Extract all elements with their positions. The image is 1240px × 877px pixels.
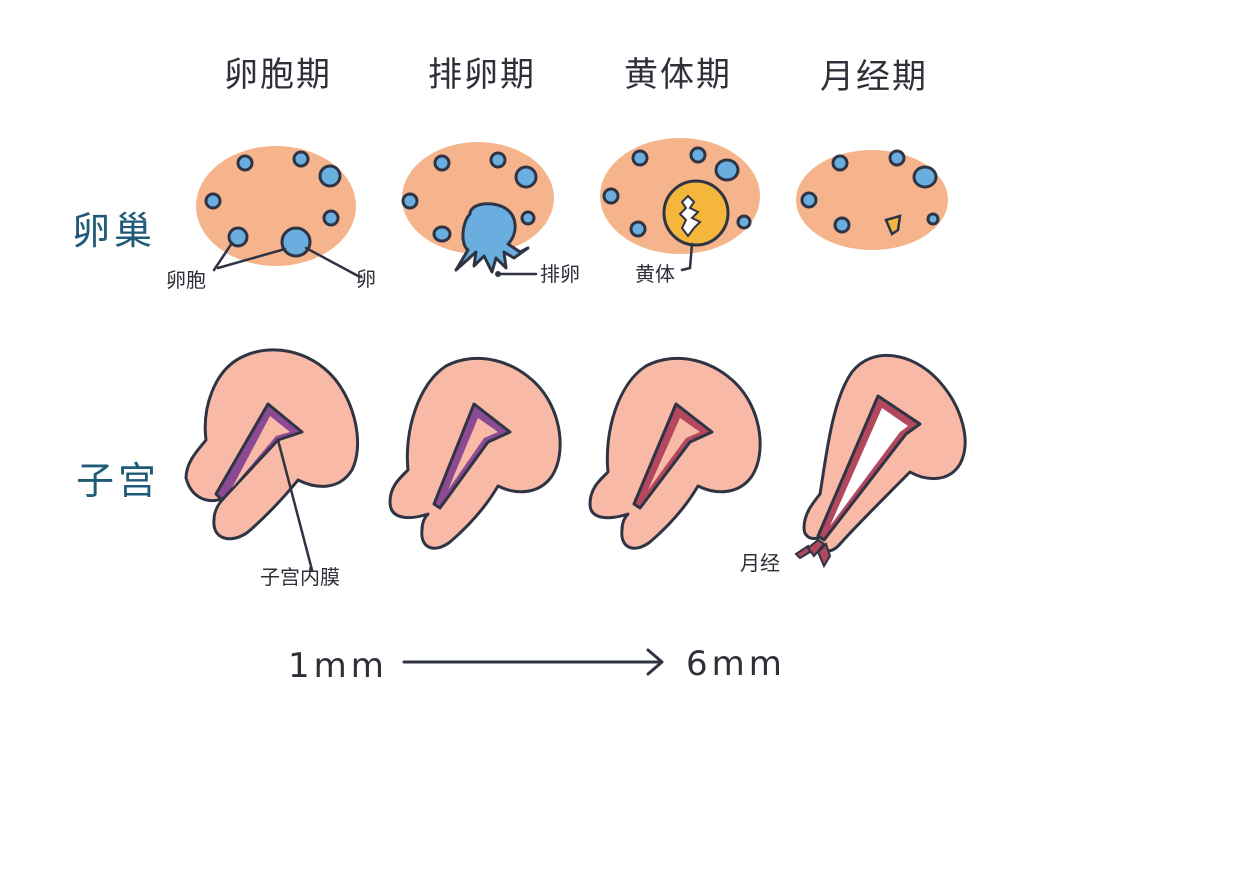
uterus-ovulation — [388, 356, 562, 550]
ovary-ovulation: 排卵 — [401, 142, 580, 286]
follicle — [401, 192, 419, 210]
phase-title-ovulation: 排卵期 — [428, 55, 536, 95]
follicle — [236, 154, 254, 172]
ovary-body — [196, 146, 356, 266]
callout-egg: 卵 — [356, 267, 376, 291]
menstrual-flow — [794, 538, 832, 569]
corpus-albicans — [884, 214, 902, 236]
follicles — [204, 150, 342, 258]
follicle — [433, 154, 451, 172]
callout-corpus-luteum: 黄体 — [635, 262, 675, 286]
follicle — [432, 225, 452, 243]
corpus-luteum-core — [678, 194, 702, 238]
ovary-luteal: 黄体 — [600, 138, 760, 286]
uterine-cavity — [830, 408, 908, 526]
follicle — [322, 209, 340, 227]
callout-line — [688, 242, 694, 270]
callout-menstruation: 月经 — [740, 551, 780, 575]
callout-ovulation: 排卵 — [540, 262, 580, 286]
callout-line — [680, 266, 692, 272]
phase-titles: 卵胞期 排卵期 黄体期 月经期 — [224, 55, 928, 97]
follicle — [800, 191, 818, 209]
uterine-cavity — [448, 418, 498, 490]
follicle — [689, 146, 707, 164]
follicle — [912, 165, 938, 189]
phase-title-menstrual: 月经期 — [820, 57, 928, 97]
row-label-ovary: 卵巢 — [72, 209, 156, 253]
follicle — [736, 214, 752, 230]
uterine-cavity — [648, 418, 700, 490]
follicle — [318, 164, 342, 188]
ovary-body — [796, 150, 948, 250]
follicle — [520, 210, 536, 226]
follicle — [489, 151, 507, 169]
uterus-luteal — [588, 356, 762, 550]
scale-end-label: 6mm — [686, 644, 786, 684]
follicle — [831, 154, 849, 172]
ruptured-follicle — [454, 202, 530, 274]
follicle — [227, 226, 249, 248]
callout-line — [212, 241, 234, 272]
thickness-scale: 1mm 6mm — [288, 644, 786, 686]
uterus-follicular: 子宫内膜 — [184, 348, 359, 589]
callout-line — [276, 438, 314, 572]
follicle — [926, 212, 940, 226]
ovary-menstrual — [796, 149, 948, 250]
follicle — [833, 216, 851, 234]
uterine-cavity — [232, 416, 290, 488]
follicle — [888, 149, 906, 167]
row-label-uterus: 子宫 — [76, 459, 160, 503]
callout-endometrium: 子宫内膜 — [260, 565, 340, 589]
callout-line — [304, 246, 362, 279]
follicle — [629, 220, 647, 238]
follicle — [631, 149, 649, 167]
egg-dot — [495, 271, 501, 277]
phase-title-luteal: 黄体期 — [624, 55, 732, 95]
follicle — [602, 187, 620, 205]
follicle — [514, 165, 538, 189]
scale-arrow-head — [646, 648, 664, 676]
callout-line — [216, 247, 287, 270]
follicle — [204, 192, 222, 210]
egg-follicle — [280, 226, 312, 258]
callout-follicle: 卵胞 — [166, 268, 206, 292]
ovary-follicular: 卵胞 卵 — [166, 146, 376, 292]
scale-start-label: 1mm — [288, 646, 388, 686]
follicle — [292, 150, 310, 168]
phase-title-follicular: 卵胞期 — [224, 55, 332, 95]
follicle — [714, 158, 740, 182]
uterus-menstrual: 月经 — [740, 353, 967, 575]
